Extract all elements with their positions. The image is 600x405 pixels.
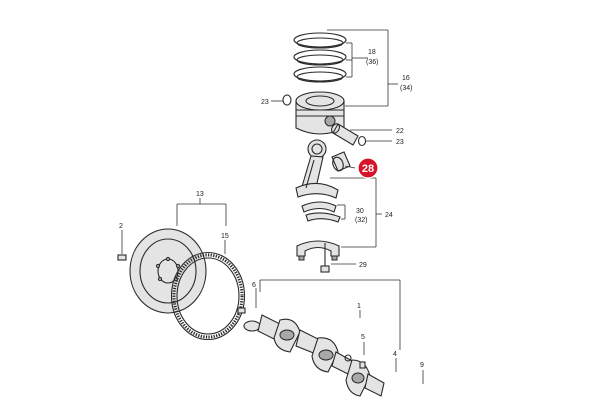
rod-cap [296, 240, 340, 261]
callout-22: 22 [396, 128, 404, 135]
callout-15: 15 [221, 233, 229, 240]
badge-circle [357, 157, 379, 179]
piston [295, 91, 345, 135]
crank-small-parts [237, 307, 366, 369]
ring-gear [170, 251, 246, 341]
badge-label: 28 [362, 163, 374, 175]
highlight-leader [344, 165, 356, 169]
callout-32: (32) [355, 217, 367, 224]
piston-rings [293, 32, 347, 83]
piston-pin [331, 123, 359, 146]
callout-4: 4 [393, 351, 397, 358]
callout-5: 5 [361, 334, 365, 341]
rod-bolt [320, 243, 330, 273]
connecting-rod [295, 139, 339, 199]
leader-lines [121, 29, 424, 384]
flywheel [129, 228, 207, 314]
callout-labels: 18 (36) 16 (34) 23 22 23 30 (32) 24 29 1… [119, 49, 424, 369]
crankshaft [243, 314, 385, 397]
highlight-badge[interactable]: 28 [357, 157, 379, 179]
callout-36: (36) [366, 59, 378, 66]
callout-2: 2 [119, 223, 123, 230]
callout-34: (34) [400, 85, 412, 92]
callout-29: 29 [359, 262, 367, 269]
snap-ring-right [357, 135, 367, 147]
small-end-bushing [331, 151, 351, 172]
callout-24: 24 [385, 212, 393, 219]
snap-ring-left [282, 94, 292, 106]
callout-9: 9 [420, 362, 424, 369]
dowel-plate [117, 254, 127, 261]
callout-6: 6 [252, 282, 256, 289]
callout-23-left: 23 [261, 99, 269, 106]
callout-18: 18 [368, 49, 376, 56]
callout-16: 16 [402, 75, 410, 82]
callout-1: 1 [357, 303, 361, 310]
callout-30: 30 [356, 208, 364, 215]
callout-23-right: 23 [396, 139, 404, 146]
bearing-shells [301, 201, 341, 223]
callout-13: 13 [196, 191, 204, 198]
